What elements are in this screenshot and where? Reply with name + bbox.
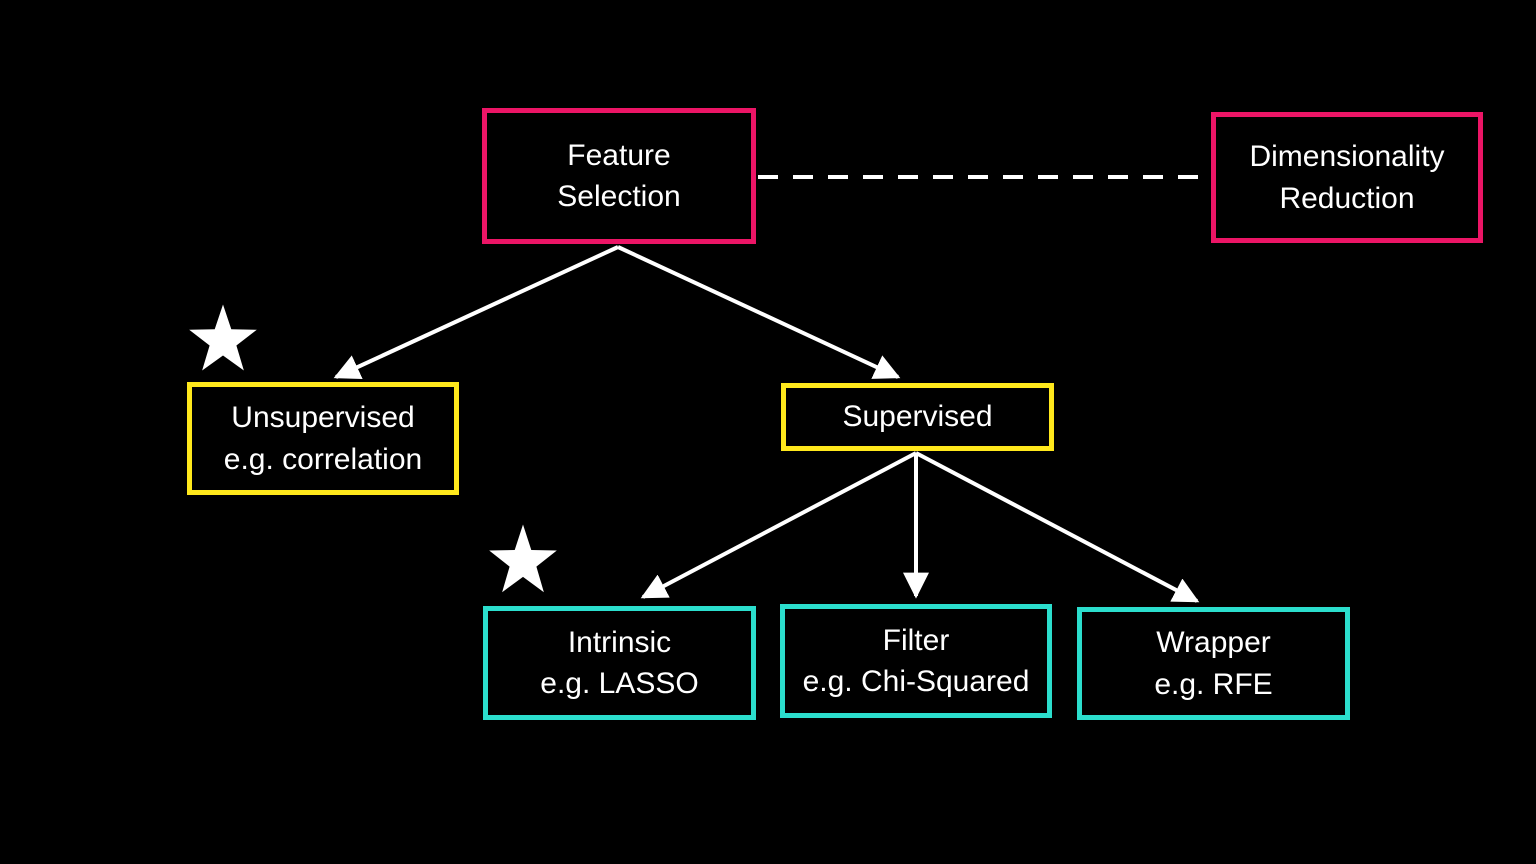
node-example-line: e.g. Chi-Squared xyxy=(802,665,1030,698)
node-intrinsic: Intrinsic e.g. LASSO xyxy=(483,606,756,720)
node-dimensionality-reduction: Dimensionality Reduction xyxy=(1211,112,1483,243)
edge-feature-selection-supervised xyxy=(617,245,901,379)
star-icon xyxy=(186,303,260,379)
node-unsupervised: Unsupervised e.g. correlation xyxy=(187,382,459,495)
node-label-line: Intrinsic xyxy=(567,625,672,659)
star-icon xyxy=(486,523,560,601)
edge-supervised-wrapper xyxy=(915,451,1200,603)
node-label-line: Wrapper xyxy=(1156,626,1271,660)
node-label-line: Selection xyxy=(557,180,681,213)
node-filter: Filter e.g. Chi-Squared xyxy=(780,604,1052,718)
node-supervised: Supervised xyxy=(781,383,1054,451)
edge-supervised-intrinsic xyxy=(640,451,917,599)
node-label-line: Unsupervised xyxy=(231,401,415,435)
node-example-line: e.g. correlation xyxy=(223,442,423,476)
edge-feature-selection-unsupervised xyxy=(333,245,619,380)
node-label-line: Supervised xyxy=(842,400,993,434)
node-example-line: e.g. LASSO xyxy=(540,667,699,700)
node-label-line: Dimensionality xyxy=(1249,140,1445,174)
node-label-line: Filter xyxy=(882,623,950,657)
node-feature-selection: Feature Selection xyxy=(482,108,756,244)
node-wrapper: Wrapper e.g. RFE xyxy=(1077,607,1350,720)
node-example-line: e.g. RFE xyxy=(1154,667,1273,701)
node-label-line: Reduction xyxy=(1279,181,1415,215)
node-label-line: Feature xyxy=(567,138,671,172)
